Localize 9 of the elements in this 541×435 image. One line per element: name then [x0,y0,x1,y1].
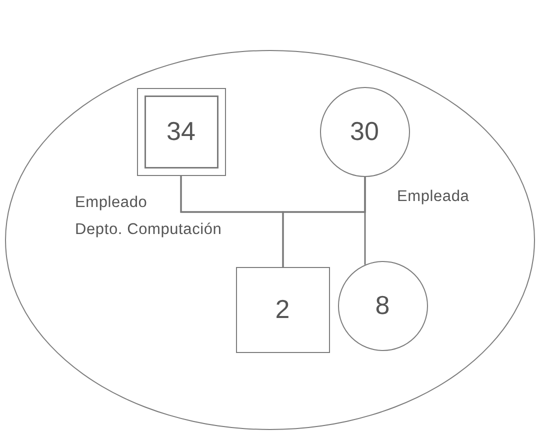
relationship-line [364,176,366,264]
double-square-symbol [136,88,226,176]
node-number: 30 [350,116,379,147]
node-caption: Empleada [397,187,470,207]
node-number: 34 [166,116,196,147]
node-number: 2 [275,294,290,325]
node-caption: Empleado Depto. Computación [75,193,223,240]
node-number: 8 [375,290,390,321]
square-symbol [236,266,330,352]
